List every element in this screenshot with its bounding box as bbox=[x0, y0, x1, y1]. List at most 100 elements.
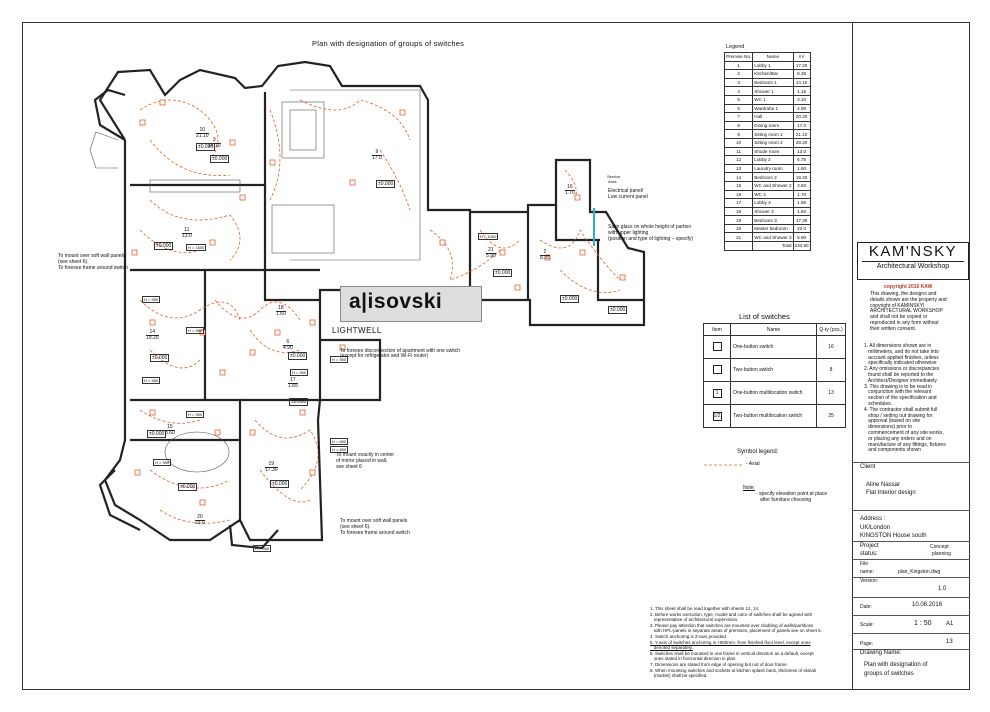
bathtub bbox=[164, 431, 230, 473]
mounting-height-tag: H = 950 bbox=[253, 545, 272, 552]
legend-name: Master bedroom bbox=[752, 223, 794, 234]
legend-name: Hall bbox=[752, 112, 794, 122]
service-area-1: Service bbox=[607, 174, 621, 179]
note-disconnection: To foresee disconnection of apartment wi… bbox=[340, 348, 461, 354]
divider bbox=[852, 462, 970, 463]
legend-no: 14 bbox=[723, 172, 754, 182]
switch-symbol bbox=[134, 469, 141, 476]
axial-line-symbol bbox=[704, 464, 742, 466]
switch-name: One-button multilocation switch bbox=[730, 381, 817, 405]
legend-no: 15 bbox=[723, 180, 754, 191]
room-number: 14 bbox=[149, 329, 156, 335]
title-block-note: specifically indicated otherwise bbox=[864, 360, 937, 367]
title-block-note: found shall be reported to the bbox=[864, 371, 934, 378]
title-block-note: 1. All dimensions shown are in bbox=[864, 343, 932, 349]
switch-qty: 25 bbox=[816, 404, 846, 428]
axial-wiring-line bbox=[149, 199, 241, 261]
drawing-name-2: groups of switches bbox=[864, 671, 914, 677]
switch-symbol bbox=[399, 109, 406, 116]
title-block-note: or placing any orders and on bbox=[864, 435, 932, 442]
legend-name: Lobby 1 bbox=[752, 60, 794, 71]
room-number: 16 bbox=[567, 184, 573, 190]
general-note: 4. Switch anchoring is Z-axis provided. bbox=[650, 633, 728, 639]
level-mark: ±0.000 bbox=[196, 143, 216, 151]
switch-symbol bbox=[619, 274, 626, 281]
switch-symbol bbox=[219, 369, 226, 376]
general-note: denoted separately. bbox=[650, 645, 693, 651]
legend-no: 16 bbox=[723, 189, 754, 200]
general-note: representative of architectural supervis… bbox=[650, 617, 739, 623]
balcony bbox=[89, 131, 119, 169]
date-value: 10.08.2016 bbox=[912, 602, 943, 608]
divider bbox=[852, 597, 970, 598]
legend-no: 6 bbox=[723, 103, 754, 114]
switch-icon-cell bbox=[703, 335, 731, 359]
axial-wiring-line bbox=[139, 409, 201, 424]
legend-no: 21 bbox=[723, 232, 754, 243]
version-value: 1.0 bbox=[938, 586, 947, 592]
legend-header-no: Premise No. bbox=[723, 52, 754, 62]
switch-symbol bbox=[274, 329, 281, 336]
general-note: (marble) shall be specified. bbox=[650, 673, 708, 679]
general-note: 3. Please pay attention that switches ar… bbox=[650, 622, 814, 628]
level-mark: ±0.000 bbox=[493, 269, 513, 277]
mounting-height-tag: H = 950 bbox=[290, 369, 309, 376]
switch-symbol bbox=[229, 139, 236, 146]
legend-no: 17 bbox=[723, 198, 754, 208]
switch-name: Two-button multilocation switch bbox=[730, 404, 817, 428]
switch-symbol bbox=[574, 194, 581, 201]
bay-window-left bbox=[93, 88, 126, 141]
scale-label: Scale: bbox=[860, 622, 874, 628]
address-line-2: KINGSTON House south bbox=[860, 533, 927, 539]
switches-title: List of switches bbox=[739, 312, 790, 321]
legend-area: 3.60 bbox=[792, 180, 811, 191]
file-value: plan_Kingston.dwg bbox=[898, 569, 941, 575]
switch-symbol bbox=[199, 499, 206, 506]
note-text-1: - specify elevation point at place bbox=[756, 491, 828, 497]
level-mark: ±0.000 bbox=[289, 398, 309, 406]
axial-wiring-line bbox=[539, 229, 621, 281]
room-number: 11 bbox=[184, 227, 190, 233]
symbol-legend-title: Symbol legend: bbox=[737, 449, 779, 455]
legend-total-value: 234.50 bbox=[792, 241, 811, 251]
note-text-2: after furniture choosing bbox=[760, 497, 812, 503]
axial-wiring-line bbox=[249, 329, 301, 353]
general-note: 5. Y-axis of switches anchoring is +900m… bbox=[650, 639, 811, 645]
legend-area: 13.0 bbox=[792, 146, 811, 157]
switch-symbol-icon: 1 bbox=[712, 388, 722, 398]
switch-symbol bbox=[299, 409, 306, 416]
switch-symbol bbox=[149, 409, 156, 416]
legend-area: 5.90 bbox=[792, 232, 811, 243]
room-number: 21 bbox=[488, 247, 494, 253]
legend-area: 4.90 bbox=[792, 103, 811, 114]
note-panel-1: Electrical panel/ bbox=[608, 188, 644, 194]
switches-header-name: Name bbox=[730, 323, 817, 336]
mounting-height-tag: H = 950 bbox=[142, 377, 161, 384]
switch-symbol-icon: 1/2 bbox=[712, 411, 722, 421]
legend-no: 7 bbox=[723, 112, 754, 122]
level-mark: ±0.000 bbox=[270, 480, 290, 488]
legend-no: 8 bbox=[723, 120, 754, 131]
note-frame-b: To foresee frame around switch bbox=[340, 530, 410, 536]
switch-qty: 13 bbox=[816, 381, 846, 405]
room-area: 13.0 bbox=[182, 233, 192, 239]
switch-symbol bbox=[199, 329, 206, 336]
room-area: 8.35 bbox=[540, 255, 550, 261]
general-note: with HPL-panels in separate areas of pre… bbox=[650, 628, 822, 634]
level-mark: ±0.000 bbox=[154, 242, 174, 250]
mounting-height-tag: H = 650 bbox=[330, 446, 349, 453]
legend-name: Kitchen/Bar bbox=[752, 69, 794, 79]
title-block-note: Architect/Designer immediately. bbox=[864, 377, 938, 384]
title-block-note: approval (based on site bbox=[864, 418, 921, 425]
axial-wiring-line bbox=[214, 299, 301, 321]
axial-wiring-line bbox=[159, 509, 231, 524]
